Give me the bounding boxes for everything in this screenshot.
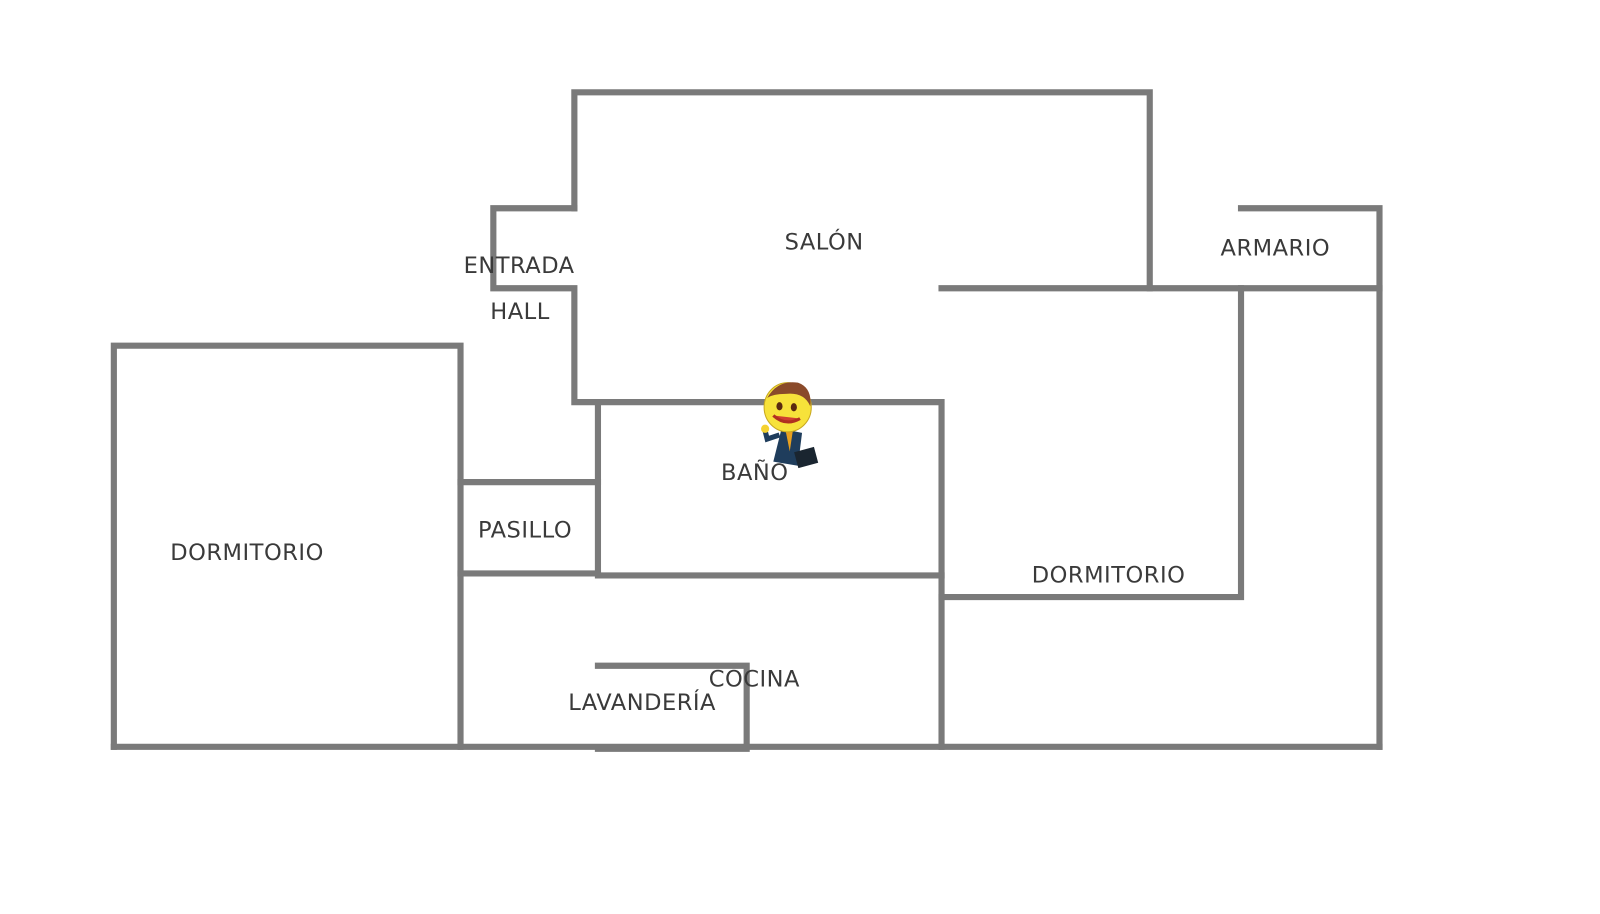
label-salon: SALÓN [785,227,864,255]
label-bano: BAÑO [721,458,789,486]
businessman-mascot-icon [761,382,819,469]
label-armario: ARMARIO [1221,235,1331,261]
wall-salon [571,89,1153,292]
label-entrada: ENTRADA [464,253,575,279]
label-hall: HALL [490,299,550,325]
wall-bano [594,399,945,579]
wall-armario [1237,205,1383,750]
walls [110,89,1383,752]
label-dormitorio-right: DORMITORIO [1032,563,1186,589]
label-pasillo: PASILLO [478,518,572,544]
room-labels: SALÓN ENTRADA HALL ARMARIO DORMITORIO DO… [170,227,1331,716]
label-lavanderia: LAVANDERÍA [568,688,716,716]
wall-lavanderia [594,662,750,752]
label-dormitorio-left: DORMITORIO [170,540,324,566]
wall-dormitorio-left [110,342,464,750]
wall-dormitorio-right [938,285,1245,601]
wall-entrada [490,205,945,750]
label-cocina: COCINA [709,666,800,692]
